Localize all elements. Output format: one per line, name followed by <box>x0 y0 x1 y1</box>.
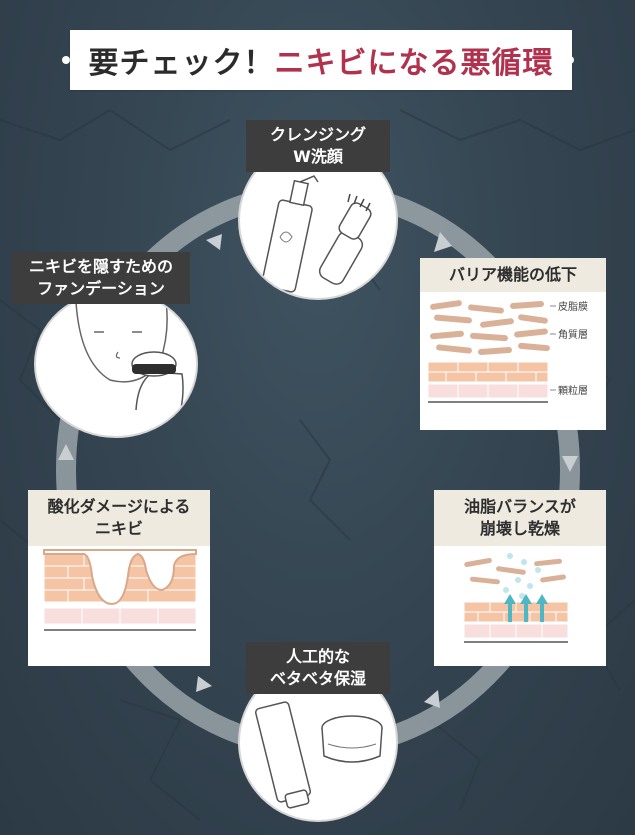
foundation-illustration <box>34 290 198 438</box>
barrier-card: バリア機能の低下 皮脂膜 角質層 顆粒層 <box>420 258 606 430</box>
oil-card-heading: 油脂バランスが 崩壊し乾燥 <box>434 490 606 546</box>
pore-diagram <box>43 549 197 631</box>
oil-card: 油脂バランスが 崩壊し乾燥 <box>434 490 606 666</box>
title-accent: ニキビになる悪循環 <box>274 46 554 81</box>
arrow-4 <box>196 676 212 692</box>
arrow-6 <box>206 234 222 250</box>
step-label-cleansing: クレンジング W洗顔 <box>246 120 390 172</box>
dry-skin-diagram <box>463 553 569 643</box>
title-dot-left <box>62 56 70 64</box>
evaporation-arrow-3 <box>536 594 548 622</box>
skin-layers-diagram: 皮脂膜 角質層 顆粒層 <box>427 300 588 403</box>
moisturizer-products-icon <box>254 701 383 809</box>
arrow-2 <box>562 456 578 472</box>
title-prefix: 要チェック！ <box>88 46 275 81</box>
oxidation-card-heading: 酸化ダメージによる ニキビ <box>28 490 210 546</box>
step-label-foundation: ニキビを隠すための ファンデーション <box>12 252 190 304</box>
arrow-5 <box>58 444 74 460</box>
layer-label-stratum: 角質層 <box>558 328 588 341</box>
evaporation-arrow-2 <box>520 594 532 622</box>
step-label-moisturizer: 人工的な ベタベタ保湿 <box>246 642 390 694</box>
page-title: 要チェック！ニキビになる悪循環 <box>70 30 572 90</box>
evaporation-arrow-1 <box>504 594 516 622</box>
oxidation-card: 酸化ダメージによる ニキビ <box>28 490 210 666</box>
layer-label-granular: 顆粒層 <box>558 384 588 397</box>
cleansing-products-icon <box>261 175 372 293</box>
barrier-card-heading: バリア機能の低下 <box>420 258 606 292</box>
face-application-icon <box>75 301 184 433</box>
arrow-1 <box>434 232 452 252</box>
layer-label-sebum: 皮脂膜 <box>558 300 588 313</box>
arrow-3 <box>424 690 440 708</box>
